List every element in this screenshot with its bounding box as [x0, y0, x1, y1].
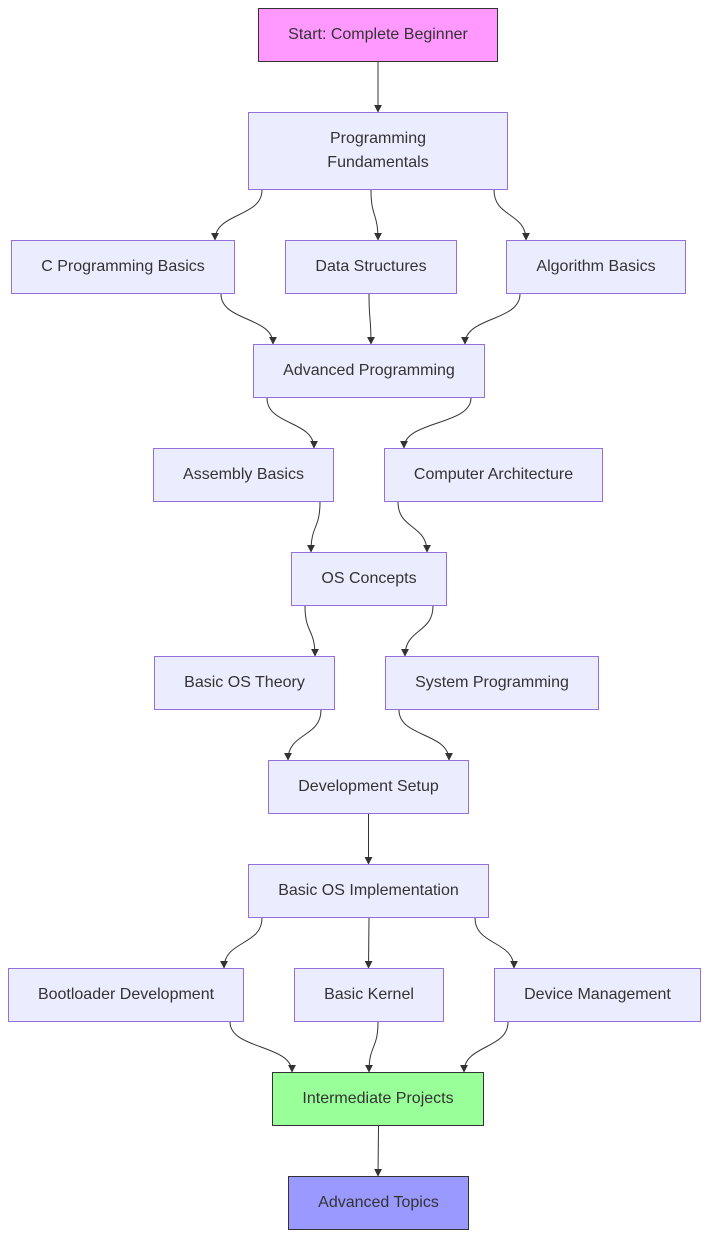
- edge-system_programming-to-dev_setup: [398, 709, 453, 761]
- node-data-structures[interactable]: Data Structures: [285, 240, 457, 294]
- node-intermediate-projects[interactable]: Intermediate Projects: [272, 1072, 484, 1126]
- edge-os_implementation-to-kernel: [364, 917, 373, 969]
- node-development-setup[interactable]: Development Setup: [268, 760, 469, 814]
- edge-fundamentals-to-data_structures: [370, 189, 382, 241]
- node-algorithm-basics[interactable]: Algorithm Basics: [506, 240, 686, 294]
- node-label: Data Structures: [315, 258, 427, 275]
- node-basic-os-implementation[interactable]: Basic OS Implementation: [248, 864, 489, 918]
- edge-bootloader-to-intermediate: [229, 1021, 296, 1073]
- node-basic-os-theory[interactable]: Basic OS Theory: [154, 656, 335, 710]
- edge-advanced_programming-to-assembly: [266, 397, 318, 449]
- node-label: Assembly Basics: [183, 466, 304, 483]
- edge-architecture-to-os_concepts: [397, 501, 431, 553]
- edge-advanced_programming-to-architecture: [400, 397, 472, 449]
- node-label: Computer Architecture: [413, 466, 574, 483]
- node-label: Start: Complete Beginner: [288, 26, 468, 43]
- node-label: C Programming Basics: [41, 258, 205, 275]
- edge-os_concepts-to-system_programming: [401, 605, 434, 657]
- node-system-programming[interactable]: System Programming: [385, 656, 599, 710]
- node-label: Basic OS Theory: [184, 674, 305, 691]
- node-advanced-topics[interactable]: Advanced Topics: [288, 1176, 469, 1230]
- node-label: Device Management: [524, 986, 671, 1003]
- edge-device_management-to-intermediate: [460, 1021, 509, 1073]
- edge-data_structures-to-advanced_programming: [366, 293, 375, 345]
- node-label: Algorithm Basics: [536, 258, 656, 275]
- edge-fundamentals-to-c_basics: [211, 189, 263, 241]
- edge-c_basics-to-advanced_programming: [220, 293, 277, 345]
- edge-algorithms-to-advanced_programming: [461, 293, 521, 345]
- node-label: Basic OS Implementation: [278, 882, 459, 899]
- edge-intermediate-to-advanced_topics: [374, 1125, 383, 1177]
- node-label: Bootloader Development: [37, 986, 215, 1003]
- edge-os_implementation-to-device_management: [474, 917, 518, 969]
- node-os-concepts[interactable]: OS Concepts: [291, 552, 447, 606]
- edge-assembly-to-os_concepts: [307, 501, 321, 553]
- edge-os_concepts-to-os_theory: [304, 605, 319, 657]
- node-computer-architecture[interactable]: Computer Architecture: [384, 448, 603, 502]
- node-label: Basic Kernel: [324, 986, 414, 1003]
- node-label: System Programming: [415, 674, 569, 691]
- node-label: Advanced Topics: [318, 1194, 439, 1211]
- node-label: Development Setup: [298, 778, 439, 795]
- node-programming-fundamentals[interactable]: Programming Fundamentals: [248, 112, 508, 190]
- node-bootloader-development[interactable]: Bootloader Development: [8, 968, 244, 1022]
- node-basic-kernel[interactable]: Basic Kernel: [294, 968, 444, 1022]
- edge-os_theory-to-dev_setup: [284, 709, 322, 761]
- node-start[interactable]: Start: Complete Beginner: [258, 8, 498, 62]
- node-label: Intermediate Projects: [302, 1090, 454, 1107]
- edge-fundamentals-to-algorithms: [493, 189, 530, 241]
- node-c-programming-basics[interactable]: C Programming Basics: [11, 240, 235, 294]
- node-label: Programming Fundamentals: [327, 130, 429, 171]
- edge-os_implementation-to-bootloader: [220, 917, 263, 969]
- node-advanced-programming[interactable]: Advanced Programming: [253, 344, 485, 398]
- edge-kernel-to-intermediate: [365, 1021, 379, 1073]
- node-label: OS Concepts: [321, 570, 417, 587]
- node-assembly-basics[interactable]: Assembly Basics: [153, 448, 334, 502]
- node-device-management[interactable]: Device Management: [494, 968, 701, 1022]
- node-label: Advanced Programming: [283, 362, 455, 379]
